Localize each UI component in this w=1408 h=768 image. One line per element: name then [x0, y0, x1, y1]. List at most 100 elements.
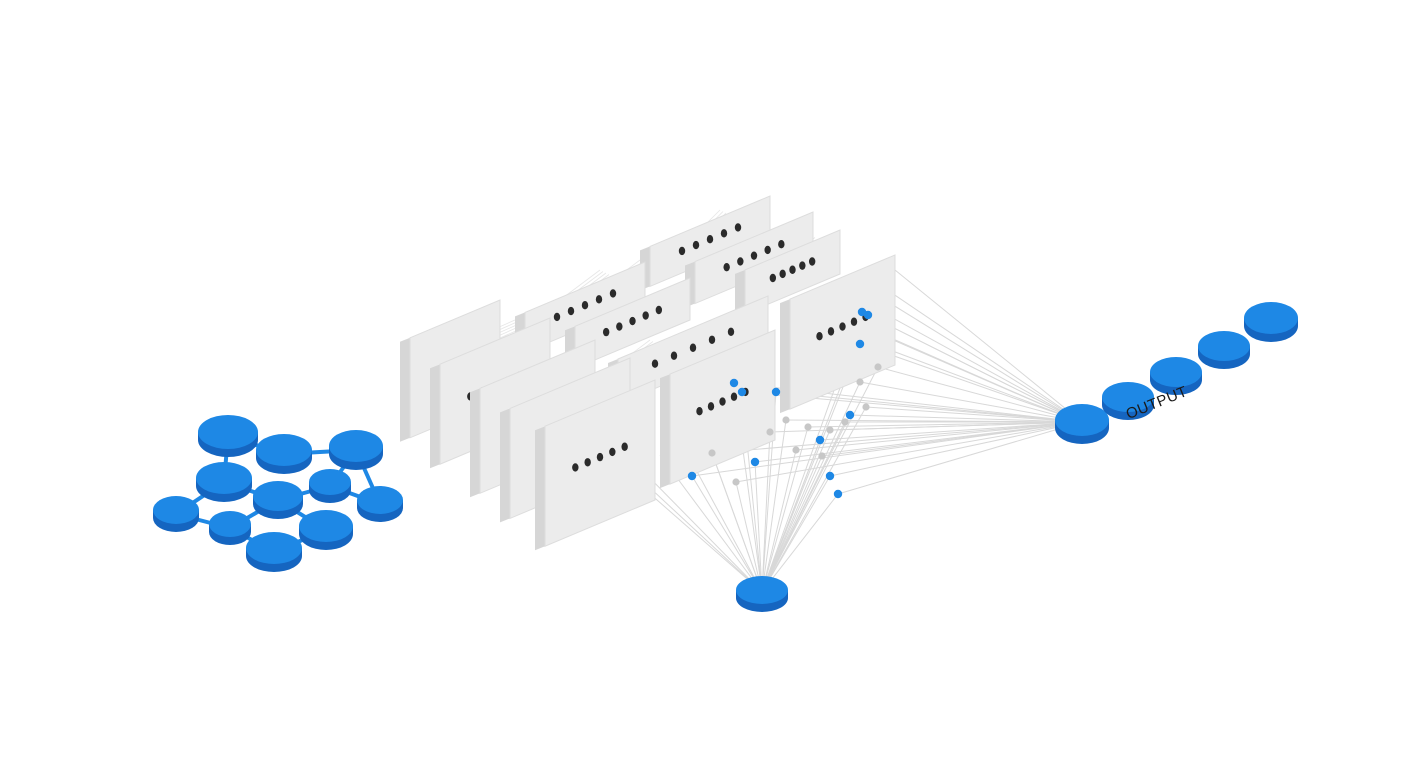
wire	[879, 284, 1083, 423]
hidden-node-gray	[818, 452, 826, 460]
panel-dot	[778, 240, 785, 249]
panel	[660, 329, 776, 489]
node-top	[357, 486, 403, 514]
panel-dot	[708, 335, 716, 344]
output-node	[1244, 302, 1298, 342]
hidden-node-blue	[825, 471, 835, 481]
wire	[859, 381, 1083, 423]
panel-face	[789, 254, 896, 410]
wire	[884, 299, 1083, 423]
hidden-nodes	[687, 307, 882, 499]
panel-dot	[779, 269, 786, 279]
panel-face	[669, 329, 776, 485]
hidden-node-blue	[750, 457, 760, 467]
panel-edge	[660, 374, 670, 489]
hidden-node-gray	[841, 418, 849, 426]
node-top	[198, 415, 258, 449]
node-top	[246, 532, 302, 564]
output-node	[1055, 404, 1109, 444]
hidden-node-gray	[708, 449, 716, 457]
wire	[821, 421, 1083, 457]
hidden-node-blue	[857, 307, 867, 317]
cluster-node	[299, 510, 353, 550]
panel-dot	[720, 229, 728, 238]
panel	[780, 254, 896, 414]
cluster-node	[253, 481, 303, 519]
wire	[775, 391, 1083, 423]
wire	[735, 481, 763, 593]
panel-face	[544, 379, 656, 547]
panel-dot	[689, 343, 697, 352]
panel-edge	[735, 269, 745, 318]
wire	[761, 431, 771, 593]
wire	[761, 426, 809, 593]
panel-dot	[727, 327, 735, 336]
panel-dot	[816, 332, 823, 341]
wire	[761, 366, 879, 593]
panel-dot	[737, 257, 744, 266]
hidden-node-gray	[826, 426, 834, 434]
processing-panels	[400, 195, 896, 551]
hidden-node-gray	[732, 478, 740, 486]
panel	[640, 195, 771, 291]
bottom-node	[736, 576, 788, 612]
cluster-node	[153, 496, 199, 532]
node-top	[329, 430, 383, 462]
cluster-node	[246, 532, 302, 572]
node-top	[153, 496, 199, 524]
output-node-row	[1055, 302, 1298, 444]
hidden-node-blue	[833, 489, 843, 499]
wire	[849, 414, 1083, 423]
panel-dot	[609, 289, 617, 298]
panel-dot	[655, 305, 663, 315]
panel-dot	[595, 295, 603, 304]
input-graph-cluster	[153, 415, 403, 572]
wire	[819, 421, 1083, 441]
panel-dot	[706, 235, 714, 244]
wire	[785, 419, 1083, 423]
panel-edge	[470, 388, 480, 498]
wire	[761, 455, 823, 593]
hidden-node-gray	[766, 428, 774, 436]
panel-dot	[609, 447, 616, 457]
wire	[761, 493, 839, 593]
wire	[711, 421, 1083, 454]
panel-dot	[750, 251, 758, 260]
panel-dot	[827, 327, 835, 336]
output-node	[1102, 382, 1154, 420]
node-top	[1102, 382, 1154, 412]
panel-dot	[723, 262, 730, 272]
wire	[761, 381, 861, 593]
wire	[829, 421, 1083, 477]
wire	[859, 299, 1083, 423]
wire	[754, 461, 763, 593]
panel-dot	[596, 452, 604, 462]
panel-dot	[651, 359, 659, 368]
wire	[761, 439, 821, 593]
wire	[639, 467, 763, 593]
panel-dot	[553, 312, 561, 322]
cluster-node	[198, 415, 258, 457]
bottom-output-node	[736, 576, 788, 612]
hidden-node-blue	[855, 339, 865, 349]
output-node	[1150, 357, 1202, 395]
panel-dot	[799, 261, 806, 270]
wire	[807, 421, 1083, 428]
panel-edge	[430, 364, 440, 469]
wire	[894, 269, 1083, 423]
panel-dot	[730, 392, 738, 401]
node-top	[309, 469, 351, 495]
panel-dot	[572, 463, 579, 472]
wire	[889, 349, 1083, 423]
panel-dot	[670, 351, 678, 360]
wire	[877, 366, 1083, 423]
node-top	[209, 511, 251, 537]
hidden-node-gray	[792, 446, 800, 454]
panel	[735, 229, 841, 318]
panel-dot	[808, 257, 816, 266]
panel-dot	[734, 223, 742, 232]
hidden-node-blue	[687, 471, 697, 481]
panel-dot	[839, 322, 846, 331]
output-node	[1198, 331, 1250, 369]
panel-dot	[581, 301, 589, 310]
